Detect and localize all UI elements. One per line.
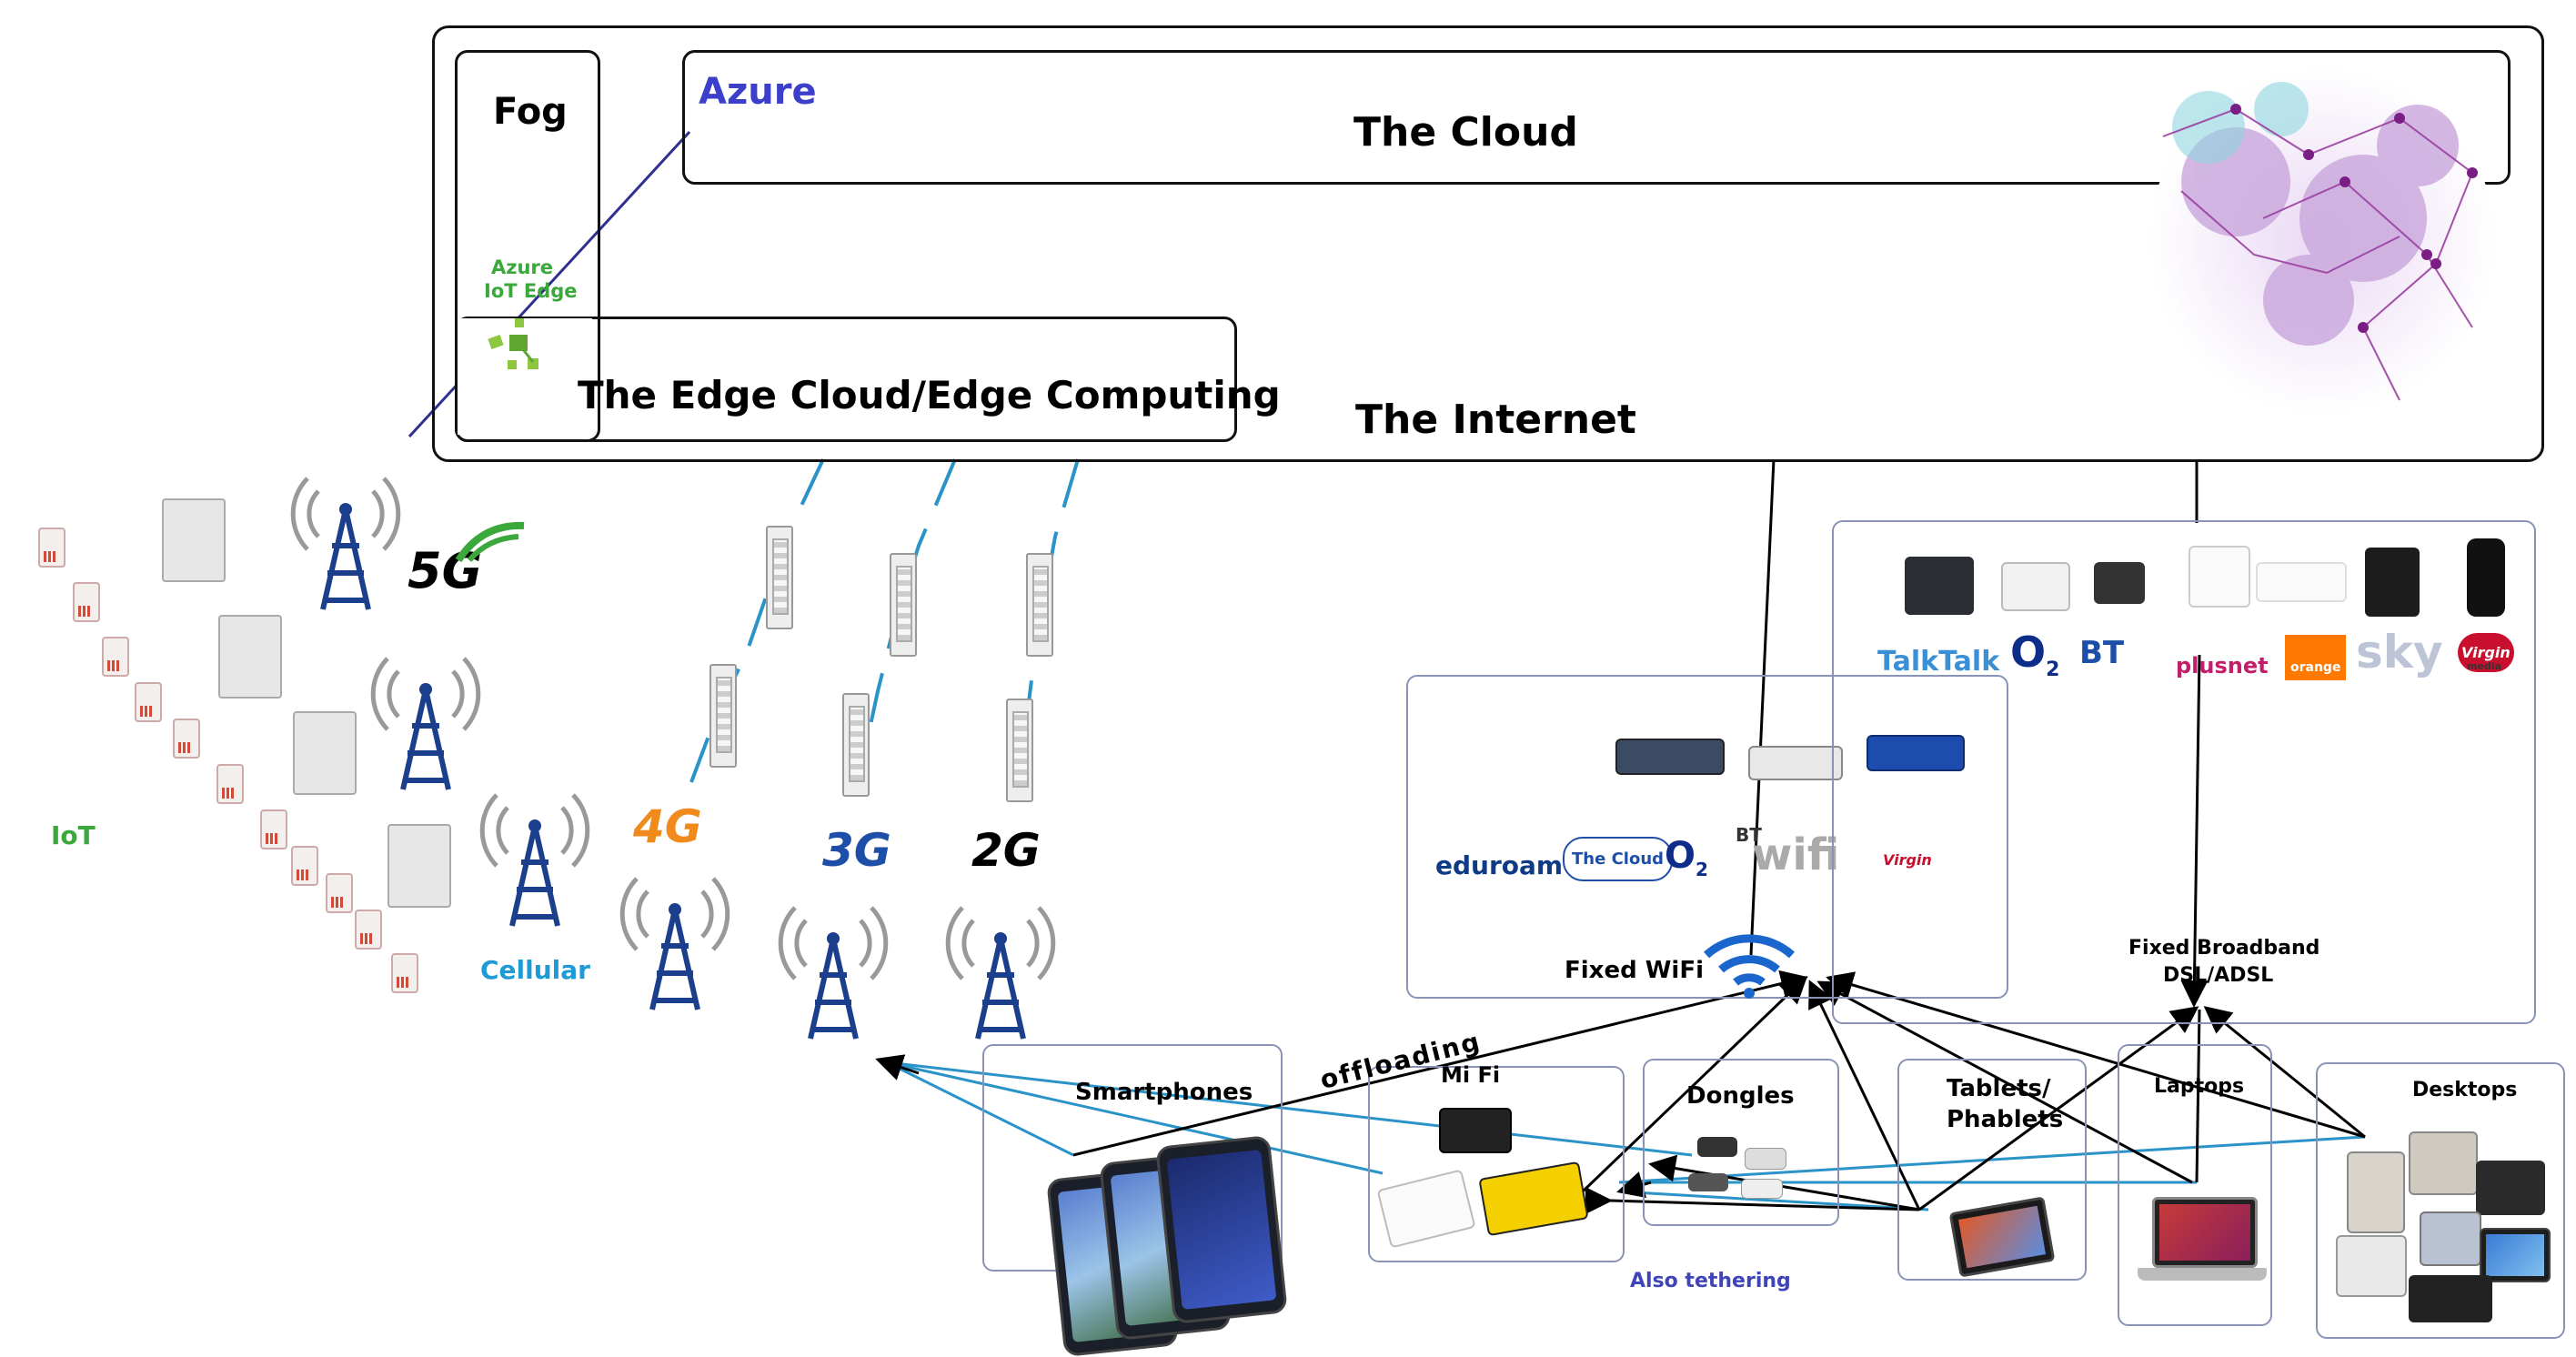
router-icon	[2256, 562, 2347, 602]
globe-network-icon	[2149, 68, 2495, 414]
internet-box	[432, 25, 2544, 462]
laptops-label: Laptops	[2154, 1075, 2245, 1098]
router-icon	[1905, 557, 1974, 615]
laptop-base-image	[2138, 1268, 2267, 1281]
dongle-image	[1697, 1137, 1737, 1157]
dongles-box	[1643, 1059, 1839, 1226]
internet-label: The Internet	[1355, 397, 1636, 443]
cell-tower-icon	[945, 906, 1056, 1040]
cell-tower-icon	[778, 906, 889, 1040]
router-icon	[2365, 548, 2420, 617]
mifi-device-image	[1439, 1108, 1512, 1153]
talktalk-logo: TalkTalk	[1877, 646, 2000, 678]
dongles-label: Dongles	[1686, 1082, 1795, 1110]
wifi-icon	[1703, 934, 1796, 999]
azure-iot-edge-icon	[488, 318, 538, 369]
cell-tower-icon	[290, 477, 401, 610]
eduroam-logo: eduroam	[1435, 850, 1564, 880]
edge-cloud-box	[455, 317, 1237, 442]
tablets-label-2: Phablets	[1947, 1106, 2064, 1133]
fog-label: Fog	[493, 91, 568, 133]
broadband-drop-line	[2180, 654, 2209, 1008]
also-tethering-label: Also tethering	[1630, 1270, 1791, 1292]
fixed-broadband-label-1: Fixed Broadband	[2128, 937, 2320, 960]
router-icon	[2001, 562, 2070, 611]
the-cloud-logo: The Cloud	[1563, 837, 1674, 881]
router-icon	[2467, 538, 2505, 617]
5g-label: 5G	[408, 542, 482, 599]
3g-label: 3G	[822, 824, 891, 877]
router-icon	[1615, 739, 1725, 775]
azure-iot-edge-label-1: Azure	[491, 256, 554, 278]
laptops-box	[2118, 1044, 2272, 1326]
azure-label: Azure	[699, 71, 817, 113]
fixed-wifi-label: Fixed WiFi	[1565, 957, 1705, 984]
router-icon	[1748, 746, 1843, 780]
laptop-image	[2152, 1197, 2258, 1268]
azure-iot-edge-label-2: IoT Edge	[484, 280, 578, 302]
4g-label: 4G	[633, 800, 702, 853]
desktops-label: Desktops	[2412, 1079, 2518, 1101]
2g-label: 2G	[971, 824, 1041, 877]
virgin-wifi-logo: Virgin	[1883, 851, 1932, 869]
bt-wifi-logo: wifi	[1752, 829, 1840, 880]
cell-tower-icon	[619, 877, 730, 1010]
fixed-broadband-box	[1832, 520, 2536, 1024]
bt-wifi-logo-bt: BT	[1736, 824, 1762, 846]
edge-cloud-label: The Edge Cloud/Edge Computing	[578, 373, 1281, 417]
router-icon	[2189, 546, 2250, 608]
desktops-box	[2316, 1062, 2565, 1339]
smartphones-label: Smartphones	[1075, 1079, 1253, 1106]
cell-tower-icon	[479, 793, 590, 927]
tablets-box	[1897, 1059, 2087, 1281]
fixed-wifi-box	[1406, 675, 2008, 999]
mifi-label: Mi Fi	[1441, 1062, 1501, 1088]
dongle-image	[1688, 1173, 1728, 1191]
cellular-label: Cellular	[480, 955, 590, 985]
orange-logo: orange	[2285, 635, 2347, 680]
virgin-media-sub: media	[2467, 660, 2501, 672]
cell-tower-icon	[370, 657, 481, 790]
smartphone-image	[1155, 1134, 1288, 1325]
o2-logo: O2	[2010, 628, 2060, 682]
cloud-label: The Cloud	[1353, 109, 1578, 156]
dongle-image	[1741, 1179, 1783, 1199]
plusnet-logo: plusnet	[2176, 653, 2269, 678]
cellular-arrowhead-line	[875, 1054, 920, 1081]
router-icon	[1867, 735, 1965, 771]
mifi-box	[1368, 1066, 1625, 1262]
sky-logo: sky	[2356, 626, 2443, 678]
dongle-image	[1745, 1148, 1786, 1170]
iot-label: IoT	[51, 820, 96, 850]
virgin-media-logo: Virgin	[2458, 633, 2514, 672]
fixed-broadband-label-2: DSL/ADSL	[2163, 964, 2274, 987]
internet-wifi-line	[1749, 458, 1776, 956]
router-icon	[2094, 562, 2145, 604]
bt-logo: BT	[2079, 635, 2125, 671]
5g-waves-icon	[455, 521, 525, 563]
cloud-box	[682, 50, 2511, 185]
tablets-label-1: Tablets/	[1947, 1075, 2051, 1102]
o2-wifi-logo: O2	[1665, 835, 1708, 880]
